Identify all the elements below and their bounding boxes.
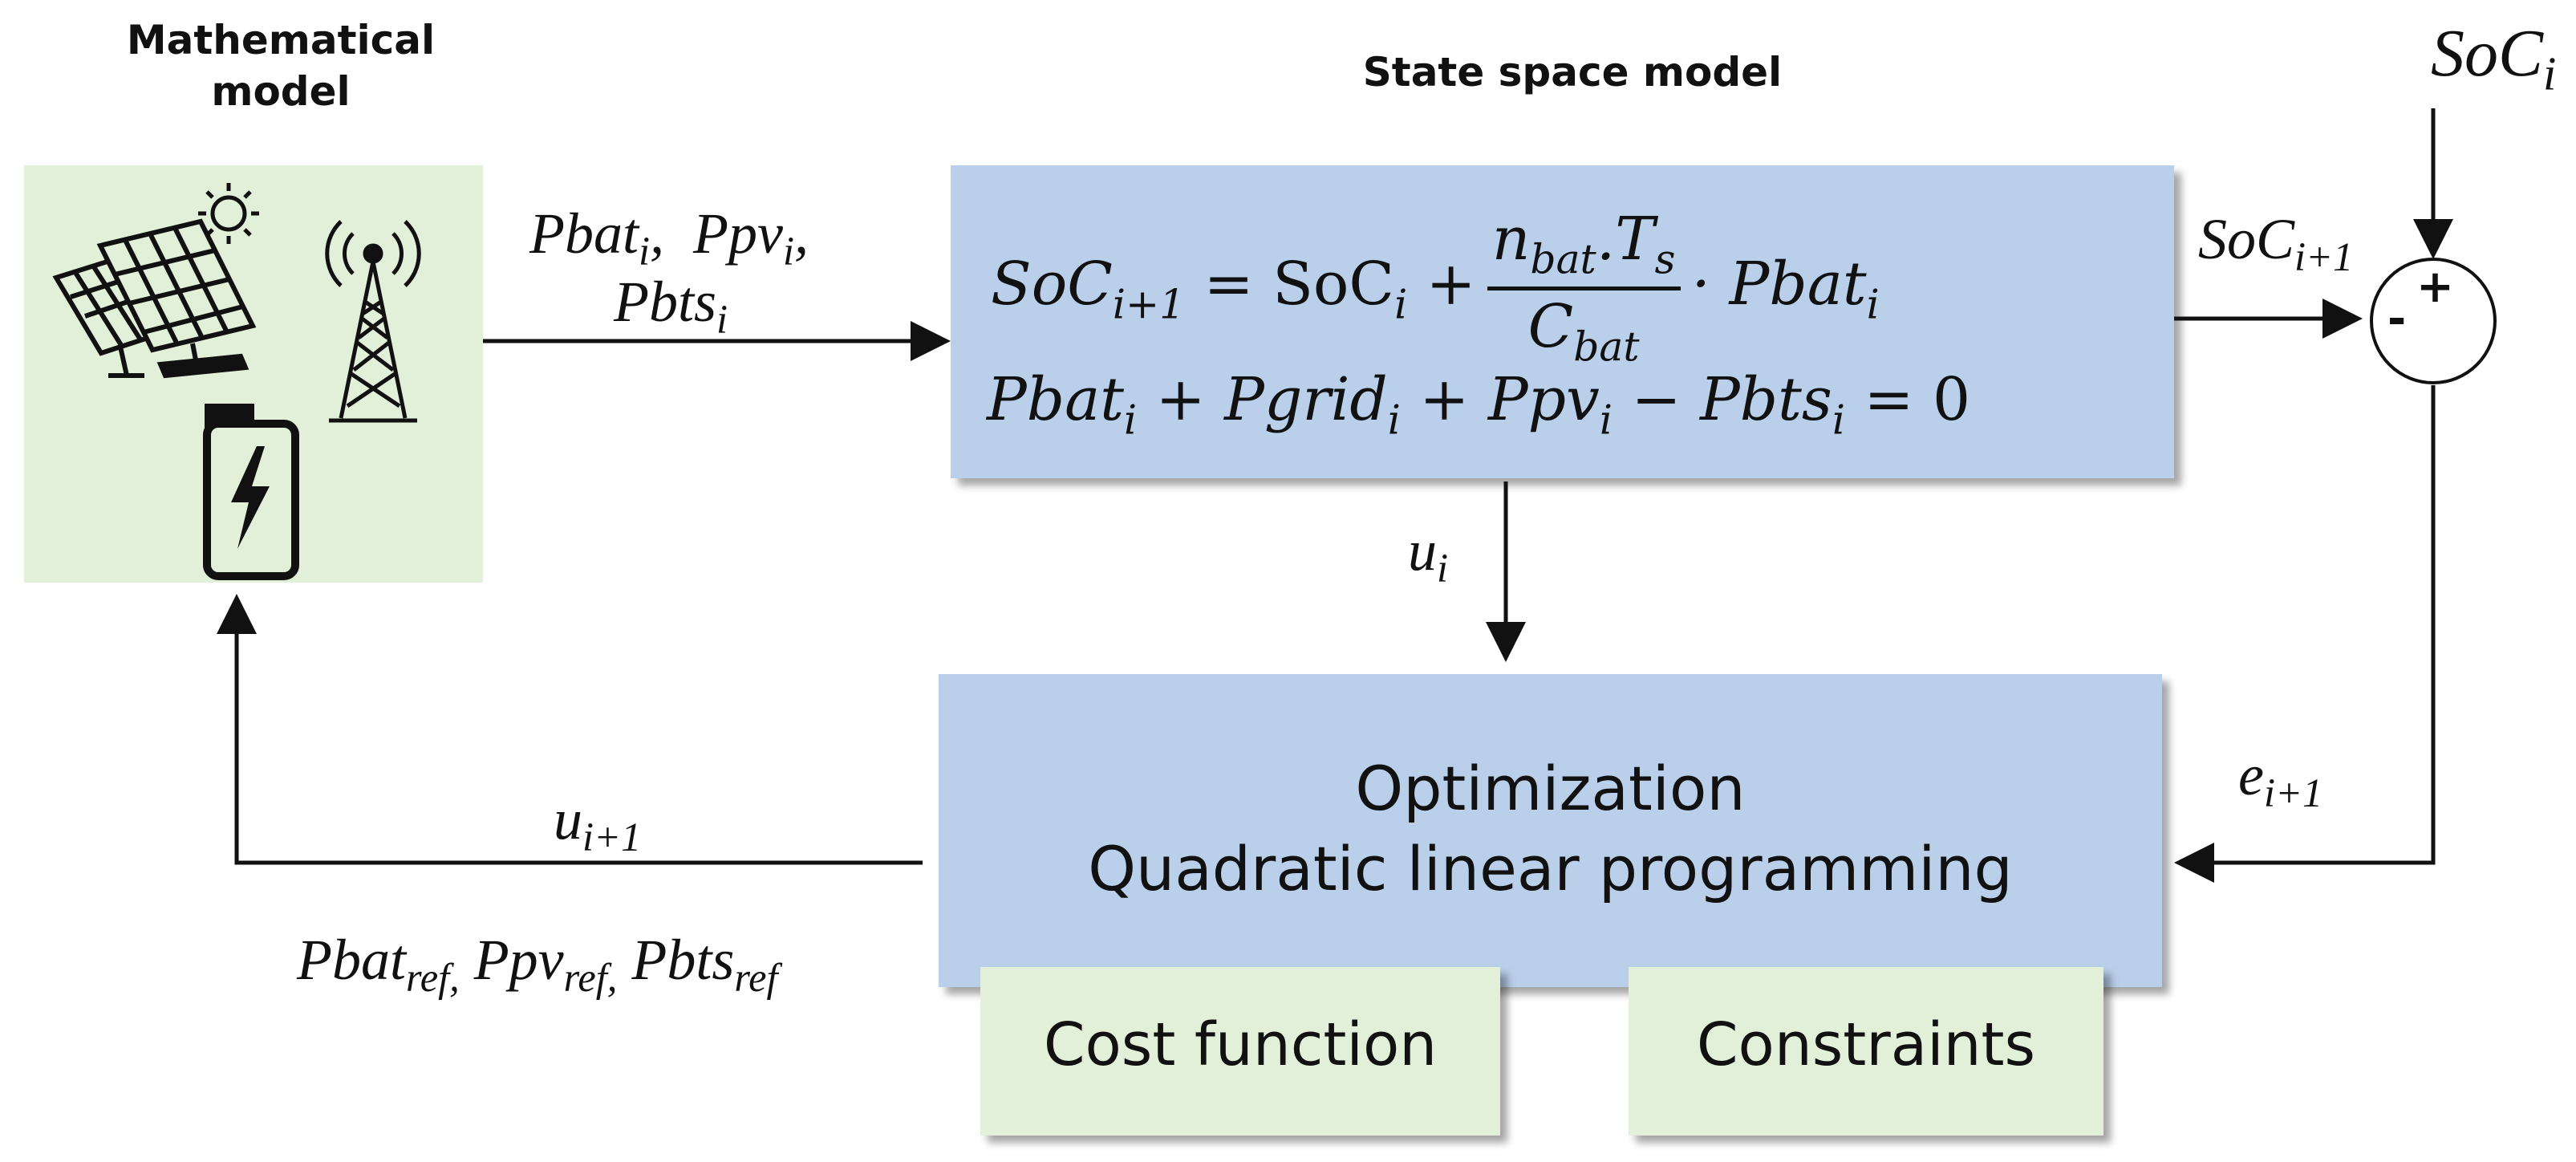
error-sub: i+1 [2263, 770, 2323, 816]
eq2-sub: i [1832, 396, 1845, 444]
eq1-mid-sub: i [1394, 280, 1408, 328]
eq1-denominator: Cbat [1487, 290, 1681, 368]
eq1-plus: + [1407, 249, 1476, 319]
ppv-ref-sub: ref, [563, 955, 618, 1001]
eq1-numerator: nbat.Ts [1487, 209, 1681, 290]
u-sub: i [1437, 546, 1449, 591]
error-label: ei+1 [2238, 746, 2322, 814]
state-space-model-header: State space model [1362, 49, 1783, 95]
constraints-box: Constraints [1629, 967, 2103, 1136]
error-text: e [2238, 743, 2264, 807]
eq1-equals: = SoC [1185, 249, 1395, 319]
pbts-sub: i [716, 297, 728, 343]
eq1-num: n [1491, 205, 1531, 274]
soc-next-sub: i+1 [2294, 234, 2354, 280]
soc-in-text: SoC [2431, 16, 2544, 91]
u-label: ui [1408, 522, 1448, 589]
soc-next-label: SoCi+1 [2198, 210, 2353, 278]
eq2-sub: i [1599, 396, 1613, 444]
u-next-sub: i+1 [582, 815, 642, 860]
error-feedback-arrow [2174, 385, 2436, 883]
eq2-sub: i [1124, 396, 1138, 444]
soc-in-sub: i [2543, 47, 2557, 100]
eq2-pbts: − Pbts [1612, 365, 1832, 434]
soc-input-label: SoCi [2431, 20, 2556, 98]
pbat-text: Pbat [529, 201, 639, 266]
eq1-lhs-sub: i+1 [1112, 280, 1186, 328]
eq1-den: C [1527, 291, 1574, 361]
pbts-text: Pbts [614, 270, 717, 334]
ppv-sub: i [782, 229, 794, 274]
eq1-den-sub: bat [1573, 323, 1640, 371]
pbat-ref-text: Pbat [297, 928, 406, 992]
ppv-ref-text: Ppv [473, 928, 564, 992]
eq1-num-rest: .T [1596, 205, 1655, 274]
eq1-tail: · Pbat [1691, 249, 1867, 319]
ppv-text: Ppv [693, 201, 783, 266]
eq2-sub: i [1387, 396, 1401, 444]
optimization-box: Optimization Quadratic linear programmin… [939, 674, 2162, 987]
cost-function-box: Cost function [980, 967, 1500, 1136]
solar-panel-icon [96, 218, 257, 379]
eq1-lhs: SoC [991, 249, 1113, 319]
summing-plus-sign: + [2416, 261, 2454, 313]
eq2-pgrid: + Pgrid [1137, 365, 1388, 434]
mathematical-model-header: Mathematical model [96, 14, 465, 117]
pbts-ref-text: Pbts [631, 928, 735, 992]
eq1-num-rest-sub: s [1654, 235, 1676, 283]
pbts-ref-sub: ref [734, 955, 778, 1001]
eq2-end: = 0 [1844, 365, 1971, 434]
cost-function-label: Cost function [1043, 1010, 1438, 1079]
eq2-ppv: + Ppv [1400, 365, 1600, 434]
pbat-sub: i [638, 229, 650, 274]
mathematical-model-panel [24, 165, 483, 583]
mathematical-model-header-line1: Mathematical [126, 17, 436, 63]
sun-icon [198, 183, 259, 244]
u-next-text: u [554, 787, 582, 851]
power-balance-equation: Pbati + Pgridi + Ppvi − Pbtsi = 0 [987, 370, 1970, 441]
battery-icon [203, 404, 299, 580]
summing-minus-sign: - [2387, 293, 2407, 345]
optimization-method: Quadratic linear programming [1088, 833, 2013, 904]
eq1-tail-sub: i [1866, 280, 1880, 328]
eq2-pbat: Pbat [987, 365, 1125, 434]
mathematical-model-header-line2: model [211, 68, 351, 115]
constraints-label: Constraints [1696, 1010, 2036, 1079]
soc-next-text: SoC [2198, 207, 2295, 271]
control-feedback-arrow [217, 594, 923, 865]
summing-junction [2370, 258, 2497, 384]
inputs-label-line1: Pbati, Ppvi, [529, 201, 809, 274]
eq1-num-sub: bat [1530, 235, 1596, 283]
inputs-label-line2: Pbtsi [614, 273, 728, 340]
pbat-ref-sub: ref, [405, 955, 460, 1001]
mathematical-model-illustration [52, 183, 421, 580]
reference-outputs-label: Pbatref, Ppvref, Pbtsref [297, 931, 777, 998]
u-next-label: ui+1 [554, 790, 641, 858]
antenna-tower-icon [325, 220, 421, 423]
u-text: u [1408, 518, 1437, 583]
optimization-title: Optimization [1355, 753, 1746, 824]
